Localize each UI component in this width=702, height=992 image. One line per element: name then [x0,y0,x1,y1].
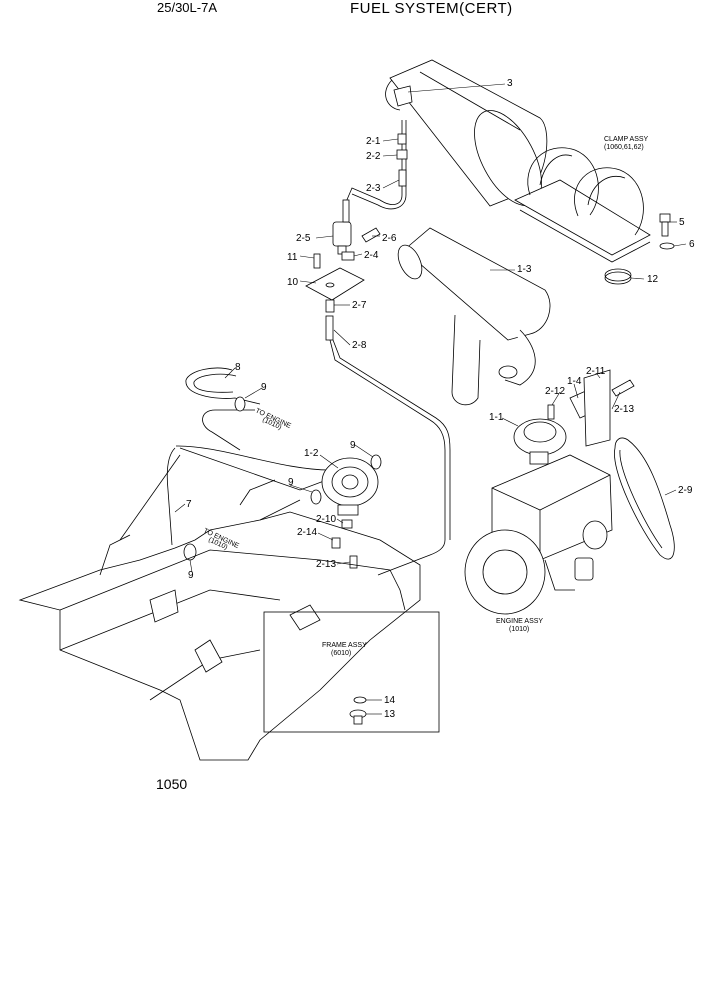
fitting-2-13-lower[interactable] [349,555,358,569]
callout-2-13-lower: 2-13 [316,559,336,570]
callout-10: 10 [287,277,299,288]
bracket-2-11[interactable] [583,369,611,447]
callout-2-10: 2-10 [316,514,336,525]
fitting-2-2[interactable] [396,149,408,160]
callout-8: 8 [235,362,241,373]
note-frame-assy: FRAME ASSY [322,642,367,649]
callout-2-4: 2-4 [364,250,379,261]
callout-2-13-upper: 2-13 [614,404,634,415]
note-clamp-ref: (1060,61,62) [604,144,644,151]
callout-3: 3 [507,78,513,89]
fitting-2-4[interactable] [341,251,355,261]
bolt-5[interactable] [659,213,671,237]
callout-2-7: 2-7 [352,300,367,311]
callout-6: 6 [689,239,695,250]
callout-2-14: 2-14 [297,527,317,538]
note-frame-ref: (6010) [331,650,351,657]
fitting-2-10[interactable] [341,519,353,529]
filter-2-5[interactable] [332,199,352,255]
callout-2-9: 2-9 [678,485,693,496]
hose-2-8[interactable] [325,315,451,576]
callout-1-2: 1-2 [304,448,319,459]
callout-13: 13 [384,709,396,720]
note-engine-ref: (1010) [509,626,529,633]
callout-9-a: 9 [261,382,267,393]
callout-1-4: 1-4 [567,376,582,387]
vaporizer[interactable] [321,457,379,516]
frame-assembly[interactable] [18,454,421,761]
fitting-2-13-upper[interactable] [611,379,635,397]
hose-7[interactable] [166,445,333,546]
fitting-2-7[interactable] [325,299,335,313]
callout-2-5: 2-5 [296,233,311,244]
callout-1-3: 1-3 [517,264,532,275]
callout-9-b: 9 [350,440,356,451]
frame-inset-box [263,611,440,733]
callout-9-c: 9 [288,477,294,488]
leader-lines [174,83,687,715]
washer-6[interactable] [659,242,675,250]
fitting-2-6[interactable] [361,227,381,243]
hose-2-9[interactable] [614,437,675,560]
callout-2-12: 2-12 [545,386,565,397]
muffler[interactable] [393,227,551,406]
model-number: 25/30L-7A [157,0,217,15]
callout-2-8: 2-8 [352,340,367,351]
fitting-2-14[interactable] [331,537,341,549]
callout-2-2: 2-2 [366,151,381,162]
rubber-pad-12[interactable] [604,268,632,285]
page-title: FUEL SYSTEM(CERT) [350,0,513,17]
callout-2-6: 2-6 [382,233,397,244]
fitting-2-12[interactable] [547,404,555,420]
note-engine-assy: ENGINE ASSY [496,618,543,625]
plug-14[interactable] [353,696,367,704]
callout-14: 14 [384,695,396,706]
engine-assembly[interactable] [464,454,613,615]
lpg-tank[interactable] [385,59,556,216]
hose-8[interactable] [185,367,261,451]
note-clamp-assy: CLAMP ASSY [604,136,649,143]
callout-2-11: 2-11 [586,366,606,377]
mixer-1-1[interactable] [513,418,567,465]
fitting-2-1[interactable] [397,133,407,145]
fuel-hose-upper[interactable] [345,120,407,210]
callout-12: 12 [647,274,659,285]
callout-2-1: 2-1 [366,136,381,147]
callout-1-1: 1-1 [489,412,504,423]
clamp-assembly[interactable] [514,147,651,263]
fitting-11[interactable] [313,253,321,269]
bracket-10[interactable] [305,267,365,301]
callout-11: 11 [287,252,298,263]
fitting-2-3[interactable] [398,169,407,187]
page-number: 1050 [156,776,188,792]
callout-9-d: 9 [188,570,194,581]
callout-7: 7 [186,499,192,510]
callout-5: 5 [679,217,685,228]
clamp-9[interactable] [183,396,382,561]
plug-13[interactable] [349,709,367,725]
callout-2-3: 2-3 [366,183,381,194]
